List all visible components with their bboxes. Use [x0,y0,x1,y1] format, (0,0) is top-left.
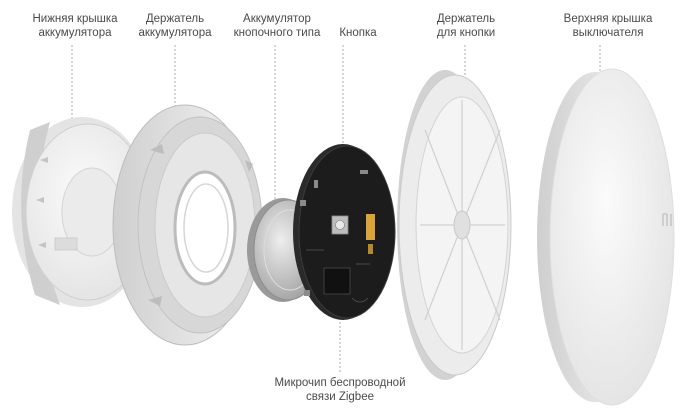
pcb-board-part [293,144,396,320]
button-holder-part [397,70,512,380]
label-button: Кнопка [339,27,377,39]
tactile-button [331,215,349,235]
zigbee-chip [323,267,351,295]
battery-holder-part [112,104,263,346]
top-cover-part [537,68,675,406]
mi-logo-icon [662,213,672,226]
